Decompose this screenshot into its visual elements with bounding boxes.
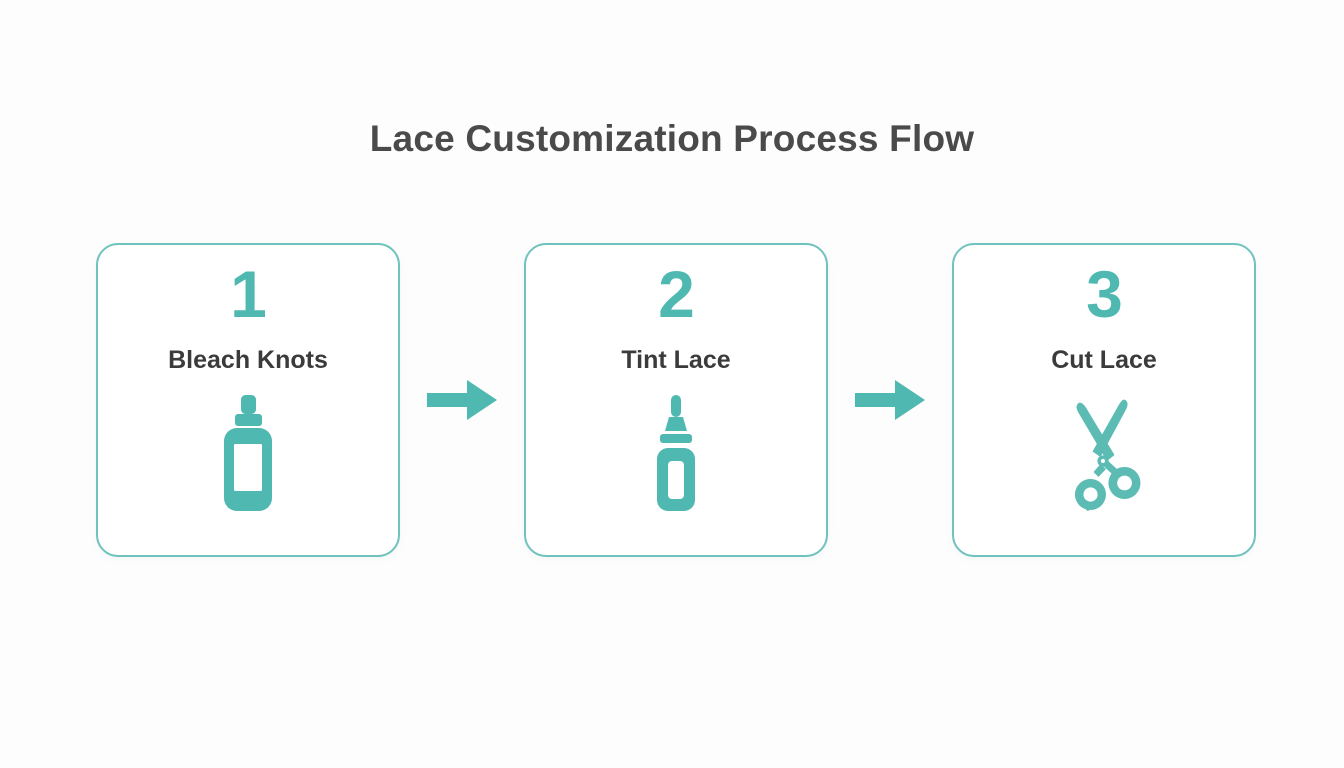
- step-number: 3: [1086, 257, 1123, 331]
- step-card-3[interactable]: 3 Cut Lace: [952, 243, 1256, 557]
- arrow-right-icon-1: [414, 377, 510, 423]
- step-label: Cut Lace: [1051, 346, 1157, 374]
- step-card-2[interactable]: 2 Tint Lace: [524, 243, 828, 557]
- step-card-1[interactable]: 1 Bleach Knots: [96, 243, 400, 557]
- scissors-icon: [1044, 395, 1164, 515]
- step-label: Tint Lace: [621, 346, 731, 374]
- page-title: Lace Customization Process Flow: [369, 118, 975, 159]
- step-label: Bleach Knots: [168, 346, 328, 374]
- tint-dropper-bottle-icon: [616, 395, 736, 515]
- bleach-bottle-icon: [188, 395, 308, 515]
- process-flow: 1 Bleach Knots: [96, 240, 1256, 560]
- step-number: 1: [230, 257, 267, 331]
- step-number: 2: [658, 257, 695, 331]
- arrow-right-icon-2: [842, 377, 938, 423]
